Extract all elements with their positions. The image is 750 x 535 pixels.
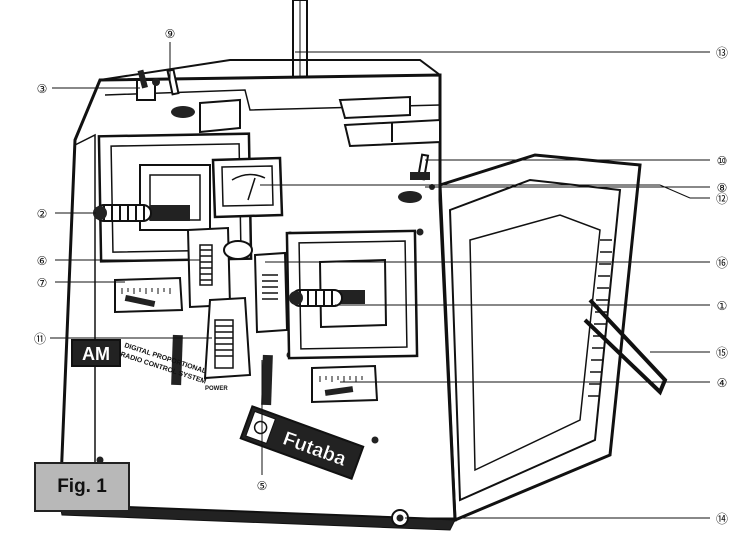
callout-12: ⑫: [716, 192, 728, 206]
right-stick-assembly: [285, 229, 419, 360]
top-switch-ch5: [166, 68, 241, 134]
power-label: POWER: [205, 386, 228, 392]
callout-13: ⑬: [716, 46, 728, 60]
left-vertical-trim: [186, 226, 232, 309]
callout-15: ⑮: [716, 346, 728, 360]
right-horizontal-trim: [311, 364, 379, 404]
power-switch-area: [171, 240, 253, 386]
callout-8: ⑧: [717, 181, 728, 195]
brand-plate: Futaba: [239, 405, 365, 480]
battery-meter: [211, 156, 284, 219]
callout-10: ⑩: [717, 154, 728, 168]
right-vertical-trim: [253, 251, 289, 406]
am-logo-text: AM: [82, 344, 110, 364]
callout-6: ⑥: [37, 254, 48, 268]
callouts: ③ ⑨ ② ⑥ ⑦ ⑪ ⑤ ⑬ ⑩ ⑧ ⑫ ⑯ ① ⑮ ④ ⑭: [34, 27, 728, 526]
top-switches-right: [338, 95, 441, 203]
left-horizontal-trim: [114, 276, 184, 314]
callout-14: ⑭: [716, 512, 728, 526]
callout-11: ⑪: [34, 332, 46, 346]
callout-9: ⑨: [165, 27, 176, 41]
callout-7: ⑦: [37, 276, 48, 290]
callout-3: ③: [37, 82, 48, 96]
callout-1: ①: [717, 299, 728, 313]
figure-label: Fig. 1: [34, 462, 130, 512]
leader-lines: [50, 42, 710, 519]
callout-4: ④: [717, 376, 728, 390]
callout-5: ⑤: [257, 479, 268, 493]
top-switch-left: [136, 69, 160, 101]
callout-2: ②: [37, 207, 48, 221]
stand: [583, 298, 668, 396]
callout-16: ⑯: [716, 256, 728, 270]
